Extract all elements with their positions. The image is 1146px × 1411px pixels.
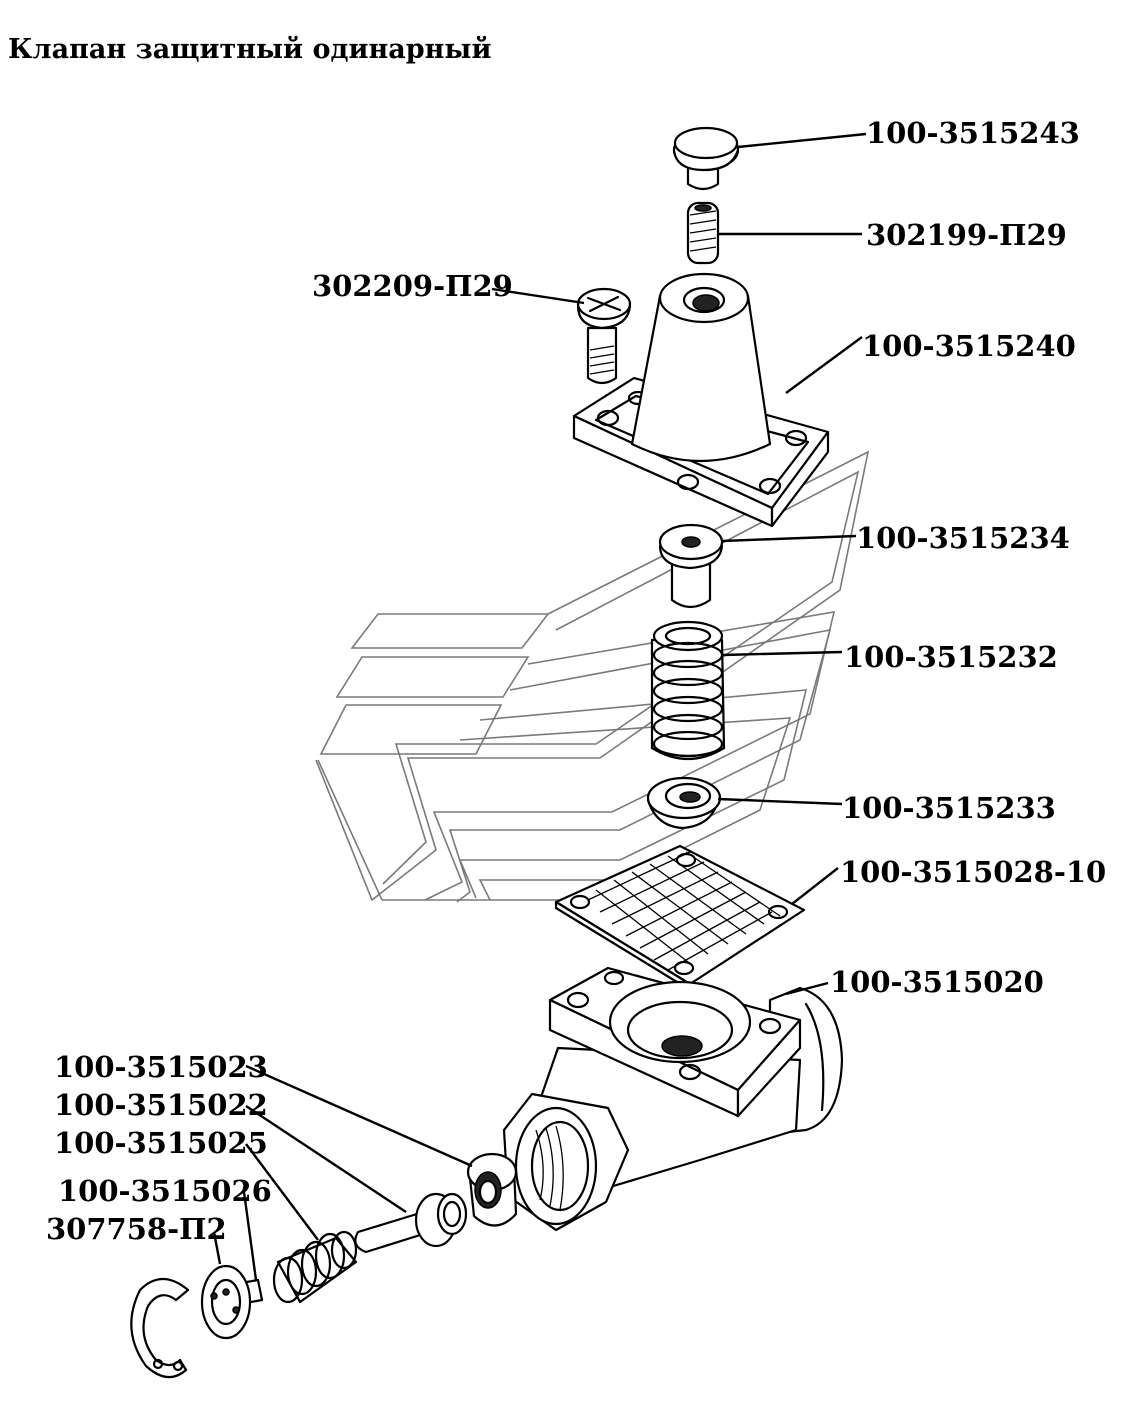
part-threaded-nut: [466, 1152, 518, 1227]
part-spring-plate: [646, 776, 722, 830]
label-p11: 100-3515022: [54, 1088, 268, 1122]
part-valve-body: [502, 966, 844, 1232]
watermark-logo: [315, 450, 870, 903]
label-p3: 302209-П29: [312, 269, 513, 303]
label-p6: 100-3515232: [844, 640, 1058, 674]
part-diaphragm: [554, 844, 806, 992]
label-p8: 100-3515028-10: [840, 855, 1106, 889]
label-p9: 100-3515020: [830, 965, 1044, 999]
part-set-screw: [686, 201, 720, 265]
leader-lines: [212, 132, 867, 1281]
part-valve-stem: [354, 1192, 468, 1254]
label-p1: 100-3515243: [866, 116, 1080, 150]
part-labels: 100-3515243 302199-П29 302209-П29 100-35…: [46, 116, 1106, 1246]
label-p5: 100-3515234: [856, 521, 1070, 555]
part-small-spring: [272, 1230, 358, 1304]
label-p14: 307758-П2: [46, 1212, 227, 1246]
label-p12: 100-3515025: [54, 1126, 268, 1160]
part-retainer-plate: [200, 1264, 264, 1340]
label-p10: 100-3515023: [54, 1050, 268, 1084]
part-spring: [650, 620, 726, 760]
label-p4: 100-3515240: [862, 329, 1076, 363]
part-cap: [672, 126, 740, 191]
label-p7: 100-3515233: [842, 791, 1056, 825]
part-bushing: [658, 523, 724, 609]
part-screw: [576, 287, 632, 385]
label-p13: 100-3515026: [58, 1174, 272, 1208]
label-p2: 302199-П29: [866, 218, 1067, 252]
part-cover: [572, 272, 830, 528]
page-title: Клапан защитный одинарный: [8, 34, 492, 65]
part-snap-ring: [130, 1277, 190, 1379]
